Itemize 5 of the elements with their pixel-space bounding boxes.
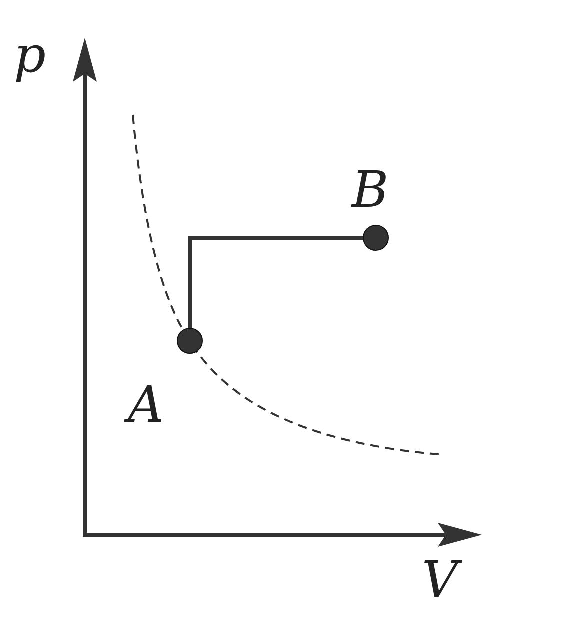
axis-label: p <box>14 30 46 80</box>
process-path <box>188 236 363 328</box>
state-label: B <box>352 165 389 215</box>
state-point <box>177 328 203 354</box>
state-point <box>363 225 389 251</box>
